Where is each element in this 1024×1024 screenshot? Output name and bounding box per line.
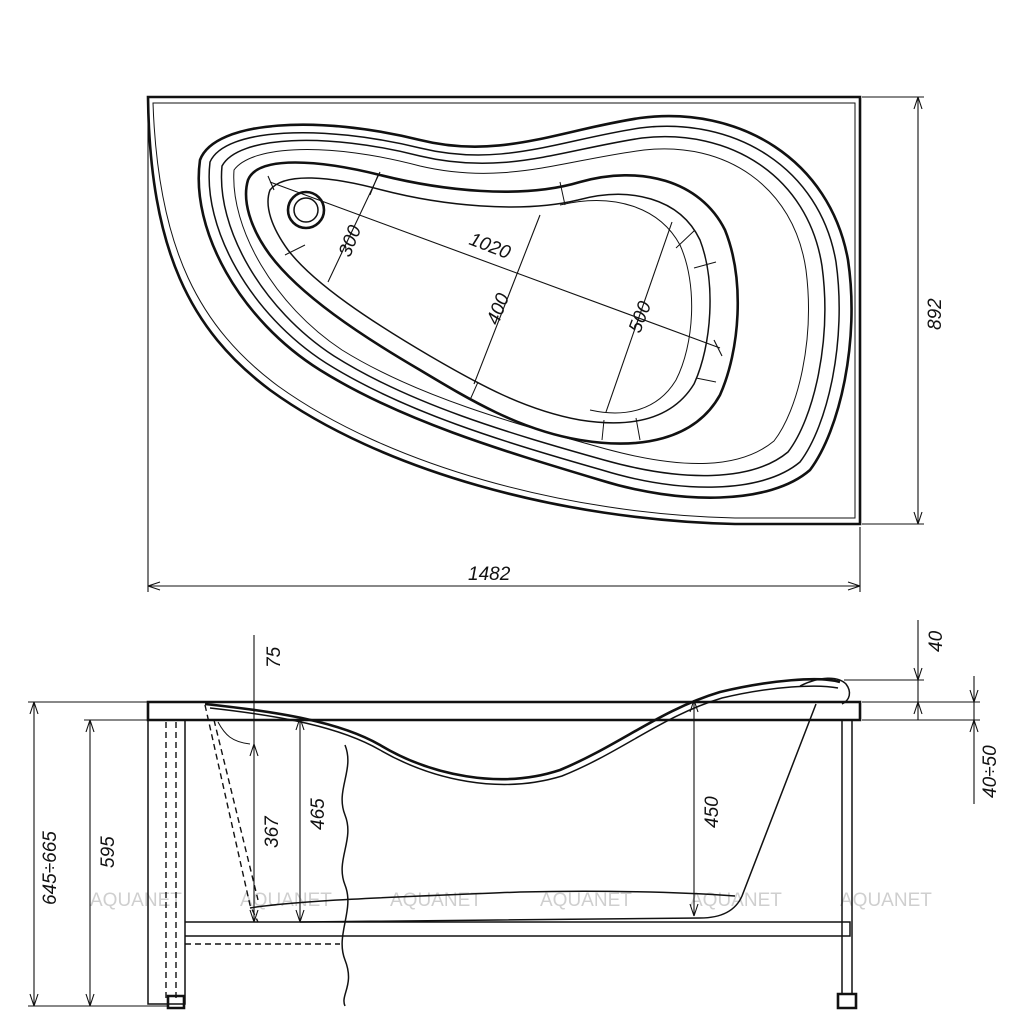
dim-depth-head: 367 xyxy=(262,815,283,848)
dim-depth: 892 xyxy=(925,298,946,330)
dim-width-mid: 400 xyxy=(483,290,514,328)
side-view-frame-right-leg xyxy=(841,720,853,994)
side-view-shell-left-wall-hidden xyxy=(204,704,259,923)
side-view-frame-left-leg xyxy=(147,720,186,1005)
top-view-internal-dimensions xyxy=(267,171,723,413)
top-view: 1020 300 400 500 1482 892 xyxy=(146,95,946,592)
dim-depth-mid: 465 xyxy=(308,798,329,830)
side-view-frame-left-leg-hidden xyxy=(165,722,177,1000)
dim-frame-height: 595 xyxy=(98,836,119,868)
side-view-dimension-lines xyxy=(28,620,980,1007)
dim-rim-offset: 75 xyxy=(264,646,285,668)
watermark: AQUANET xyxy=(840,890,932,911)
dim-leg-adjust: 40÷50 xyxy=(980,745,1001,798)
dim-total-height: 645÷665 xyxy=(40,831,61,905)
side-view-headrest xyxy=(799,677,851,705)
top-view-shell-line-3 xyxy=(220,136,826,477)
watermark: AQUANET xyxy=(90,890,182,911)
drain-icon xyxy=(286,190,326,230)
side-view-overflow xyxy=(217,721,251,745)
dim-rim-thickness: 40 xyxy=(926,630,947,652)
side-view-shell-right-wall xyxy=(299,703,817,923)
side-view-shell-left-wall-hidden-2 xyxy=(213,719,259,901)
side-view-frame-rail xyxy=(185,921,851,937)
watermark-row: AQUANET AQUANET AQUANET AQUANET AQUANET … xyxy=(90,890,932,911)
side-view-shell-bottom xyxy=(249,890,736,909)
top-view-rim-inner-edge xyxy=(152,102,856,519)
watermark: AQUANET xyxy=(390,890,482,911)
top-view-shell-outer xyxy=(197,114,853,499)
dim-length-inner: 1020 xyxy=(466,229,513,264)
dim-width-head: 300 xyxy=(335,222,366,260)
dim-depth-foot: 450 xyxy=(702,796,723,828)
top-view-basin-outer xyxy=(244,161,740,445)
top-view-outer-rim xyxy=(146,95,862,526)
dim-width: 1482 xyxy=(468,564,511,585)
top-view-shell-line-2 xyxy=(208,125,840,488)
top-view-outer-dimension-lines xyxy=(147,96,924,592)
top-view-shell-line-4 xyxy=(233,148,809,464)
top-view-basin-inner xyxy=(267,177,711,424)
top-view-basin-ledge xyxy=(559,200,693,414)
side-view-rim xyxy=(146,700,862,722)
side-view-leg-foot xyxy=(166,992,858,1010)
side-view-shell-second-curve xyxy=(209,685,839,786)
watermark: AQUANET xyxy=(690,890,782,911)
side-view-shell-top-curve xyxy=(204,677,841,781)
drain-inner xyxy=(293,197,319,223)
side-view-break-line xyxy=(341,744,350,1007)
side-view: AQUANET AQUANET AQUANET AQUANET AQUANET … xyxy=(28,620,1001,1010)
watermark: AQUANET xyxy=(540,890,632,911)
dim-width-foot: 500 xyxy=(625,298,656,336)
